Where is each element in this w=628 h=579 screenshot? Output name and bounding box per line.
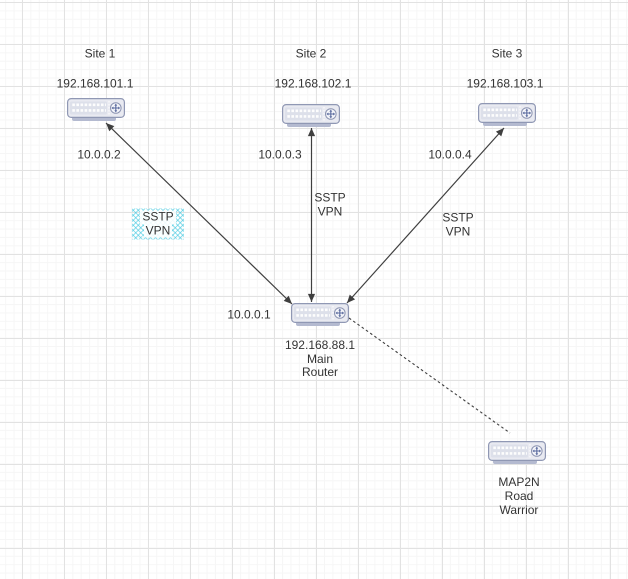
site3-tunnel-ip-label[interactable]: 10.0.0.4: [428, 147, 472, 162]
node-road-warrior[interactable]: [488, 441, 546, 465]
vpn-label-line1: SSTP: [442, 210, 474, 225]
main-tunnel-ip-label[interactable]: 10.0.0.1: [227, 307, 271, 322]
vpn-label-site1-selected[interactable]: SSTP VPN: [132, 209, 184, 240]
router-icon: [478, 103, 536, 127]
road-warrior-label[interactable]: MAP2N Road Warrior: [498, 475, 539, 517]
road-warrior-line1: MAP2N: [498, 475, 540, 489]
site2-tunnel-ip-label[interactable]: 10.0.0.3: [258, 147, 302, 162]
main-router-label[interactable]: 192.168.88.1 Main Router: [284, 338, 356, 380]
router-icon: [291, 303, 349, 327]
node-site3-router[interactable]: [478, 103, 536, 127]
node-site2-router[interactable]: [282, 104, 340, 128]
site1-wan-ip[interactable]: 192.168.101.1: [56, 76, 134, 91]
road-warrior-line3: Warrior: [499, 503, 539, 517]
vpn-label-site3[interactable]: SSTP VPN: [442, 210, 474, 239]
site3-wan-ip[interactable]: 192.168.103.1: [466, 76, 544, 91]
road-warrior-line2: Road: [504, 489, 534, 503]
vpn-label-line1: SSTP: [140, 209, 176, 224]
edge-site1-main[interactable]: [105, 122, 293, 305]
site2-wan-ip[interactable]: 192.168.102.1: [274, 76, 352, 91]
node-site1-router[interactable]: [67, 98, 125, 122]
main-router-name-line1: Main: [306, 351, 334, 366]
site1-tunnel-ip-label[interactable]: 10.0.0.2: [77, 147, 121, 162]
main-router-name-line2: Router: [301, 365, 339, 379]
node-main-router[interactable]: [291, 303, 349, 327]
vpn-label-line2: VPN: [317, 204, 343, 218]
site1-title[interactable]: Site 1: [84, 46, 116, 61]
edge-main-road-warrior[interactable]: [348, 317, 511, 434]
main-router-ip: 192.168.88.1: [284, 338, 356, 352]
site3-title[interactable]: Site 3: [491, 46, 523, 61]
router-icon: [282, 104, 340, 128]
router-icon: [488, 441, 546, 465]
edge-site3-main[interactable]: [346, 127, 505, 304]
vpn-label-line2: VPN: [445, 224, 471, 238]
vpn-label-line1: SSTP: [314, 190, 346, 205]
vpn-label-line2: VPN: [143, 223, 173, 238]
router-icon: [67, 98, 125, 122]
site2-title[interactable]: Site 2: [295, 46, 327, 61]
vpn-label-site2[interactable]: SSTP VPN: [314, 190, 346, 219]
